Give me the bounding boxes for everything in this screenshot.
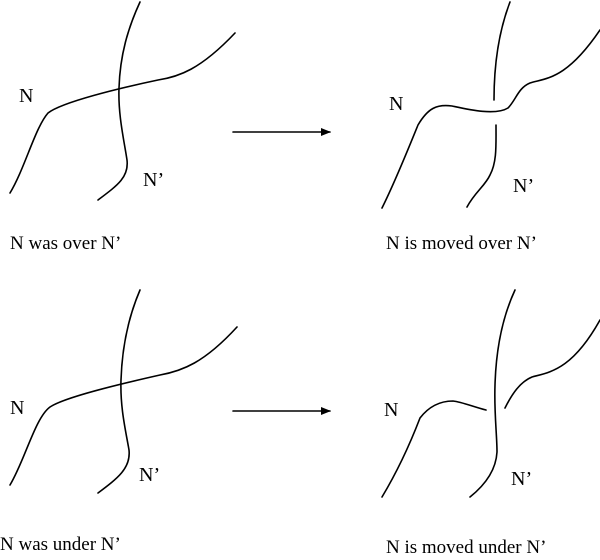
panel-bottom-left: N N’ N was under N’ [0,289,238,555]
strand-n-prime [469,289,516,498]
panel-bottom-right: N N’ N is moved under N’ [381,289,600,558]
label-n-prime: N’ [143,169,164,191]
strand-n-prime-lower [466,124,497,208]
caption-bottom-right: N is moved under N’ [386,537,546,558]
strand-n [9,32,236,194]
strand-n-right [504,319,600,409]
panel-top-left: N N’ N was over N’ [9,1,236,254]
label-n-prime: N’ [511,468,532,490]
label-n-prime: N’ [139,464,160,486]
label-n: N [10,397,24,419]
caption-top-left: N was over N’ [10,233,121,254]
strand-n [9,326,238,486]
strand-n [381,29,600,209]
caption-bottom-left: N was under N’ [0,534,121,555]
strand-n-prime-upper [493,1,511,101]
label-n-prime: N’ [513,175,534,197]
caption-top-right: N is moved over N’ [386,233,537,254]
label-n: N [389,93,403,115]
strand-n-prime [97,1,141,201]
strand-n-left [381,400,487,498]
label-n: N [19,85,33,107]
strand-n-prime [97,289,141,494]
panel-top-right: N N’ N is moved over N’ [381,1,600,254]
label-n: N [384,399,398,421]
